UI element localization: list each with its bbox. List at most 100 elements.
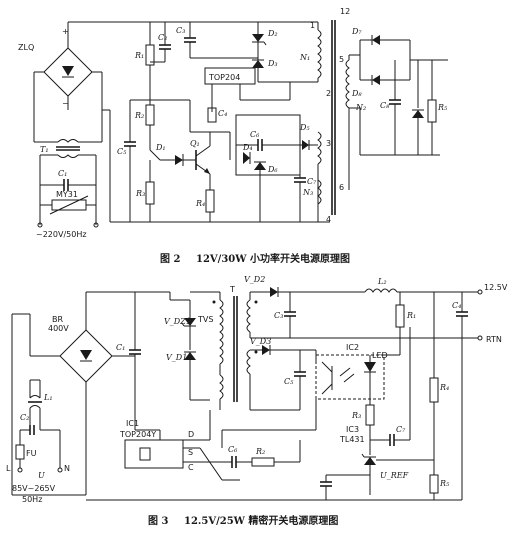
fig2-pin12-label: 12 bbox=[340, 7, 350, 16]
fig3-ic1-label: IC1 bbox=[126, 419, 139, 428]
fig2-n1-label: N₁ bbox=[299, 53, 310, 62]
fig2-top204-chip bbox=[204, 67, 256, 85]
fig3-l1-label: L₁ bbox=[43, 393, 53, 402]
fig3-pin-s-label: S bbox=[188, 448, 193, 457]
fig2-r4-label: R₄ bbox=[195, 199, 205, 208]
fig3-output-voltage-label: 12.5V bbox=[484, 283, 508, 292]
fig2-q1-label: Q₁ bbox=[190, 139, 200, 148]
fig2-c5-label: C₅ bbox=[117, 147, 127, 156]
fig2-chip-label: TOP204 bbox=[208, 73, 240, 82]
fig3-u-label: U bbox=[38, 471, 45, 480]
fig3-r4-label: R₄ bbox=[439, 383, 449, 392]
fig3-vd1-label: V_D1 bbox=[166, 353, 187, 362]
fig3-c6-label: C₆ bbox=[228, 445, 238, 454]
fig2-zlq-label: ZLQ bbox=[18, 43, 34, 52]
fig3-r3-label: R₃ bbox=[351, 411, 361, 420]
fig2-ac-input-label: ~220V/50Hz bbox=[36, 230, 87, 239]
fig2-t1-label: T₁ bbox=[40, 145, 49, 154]
fig3-br-label: BR bbox=[52, 315, 63, 324]
fig2-c8-label: C₈ bbox=[380, 101, 390, 110]
fig3-ic2-label: IC2 bbox=[346, 343, 359, 352]
fig2-d8-label: D₈ bbox=[351, 89, 362, 98]
fig3-bridge-rectifier bbox=[30, 329, 135, 430]
fig3-feedback-rc bbox=[199, 430, 301, 481]
fig3-output-stage bbox=[249, 287, 483, 341]
fig3-transformer bbox=[190, 291, 258, 410]
fig3-fu-label: FU bbox=[26, 449, 37, 458]
fig3-br-voltage-label: 400V bbox=[48, 324, 69, 333]
fig2-c4-label: C₄ bbox=[218, 109, 227, 118]
fig3-vd2-label: V_D2 bbox=[244, 275, 265, 284]
fig3-input-filter bbox=[11, 313, 87, 496]
fig2-plus-label: + bbox=[62, 27, 69, 36]
fig2-r5-label: R₅ bbox=[437, 103, 448, 112]
fig3-caption-text: 12.5V/25W 精密开关电源原理图 bbox=[184, 514, 338, 527]
fig2-pin1-label: 1 bbox=[310, 21, 315, 30]
fig2-caption-text: 12V/30W 小功率开关电源原理图 bbox=[196, 252, 350, 265]
fig2-c1-my31 bbox=[37, 179, 99, 228]
figure3-circuit: BR 400V C₁ bbox=[6, 275, 508, 527]
fig3-reference bbox=[86, 292, 463, 501]
fig2-caption-number: 图 2 bbox=[160, 253, 180, 265]
fig2-d3-label: D₃ bbox=[267, 59, 278, 68]
fig2-input-transformer bbox=[33, 120, 103, 225]
fig2-r3-label: R₃ bbox=[135, 189, 145, 198]
fig2-n3-label: N₃ bbox=[302, 188, 313, 197]
fig3-vdz1-label: V_DZ1 bbox=[164, 317, 191, 326]
fig3-l2-label: L₂ bbox=[377, 277, 387, 286]
fig3-c2-label: C₂ bbox=[20, 413, 29, 422]
fig2-main-transformer bbox=[317, 20, 350, 222]
fig3-ic3-part-label: TL431 bbox=[339, 435, 365, 444]
fig2-c2-label: C₂ bbox=[158, 33, 167, 42]
fig2-pin3-label: 3 bbox=[326, 139, 331, 148]
fig3-ic3-label: IC3 bbox=[346, 425, 359, 434]
fig3-led-label: LED bbox=[372, 351, 388, 360]
fig2-c3-label: C₃ bbox=[176, 26, 185, 35]
fig3-vd3-label: V_D3 bbox=[250, 337, 271, 346]
fig3-pin-d-label: D bbox=[188, 430, 194, 439]
fig3-c4-label: C₄ bbox=[452, 301, 461, 310]
fig3-c3-label: C₃ bbox=[274, 311, 283, 320]
fig3-t-label: T bbox=[229, 285, 235, 294]
fig2-secondary-output bbox=[349, 35, 448, 156]
fig2-my31-label: MY31 bbox=[56, 190, 78, 199]
fig2-c7-label: C₇ bbox=[307, 177, 317, 186]
fig3-tvs-label: TVS bbox=[197, 315, 213, 324]
fig2-minus-label: − bbox=[62, 99, 69, 108]
fig3-caption-number: 图 3 bbox=[148, 515, 168, 527]
fig3-uref-label: U_REF bbox=[380, 471, 409, 480]
fig3-r1-label: R₁ bbox=[406, 311, 416, 320]
fig3-r5-label: R₅ bbox=[439, 479, 450, 488]
fig3-r2-label: R₂ bbox=[255, 447, 265, 456]
fig2-d7-label: D₇ bbox=[351, 27, 362, 36]
fig2-c3-clamp bbox=[184, 22, 318, 83]
fig3-opto-led bbox=[315, 292, 405, 400]
fig3-ic1-part-label: TOP204Y bbox=[119, 430, 156, 439]
fig2-pin6-label: 6 bbox=[339, 183, 344, 192]
fig3-ic1-chip bbox=[124, 410, 211, 469]
fig2-n2-label: N₂ bbox=[355, 103, 366, 112]
fig2-r1-c2 bbox=[145, 22, 171, 150]
fig3-pin-l-label: L bbox=[6, 464, 11, 473]
fig3-aux-winding bbox=[222, 345, 317, 431]
fig2-d2-label: D₂ bbox=[267, 29, 278, 38]
fig3-c7-label: C₇ bbox=[396, 425, 406, 434]
fig2-pin2-label: 2 bbox=[326, 89, 331, 98]
fig2-d1-label: D₁ bbox=[155, 143, 166, 152]
fig3-c5-label: C₅ bbox=[284, 377, 294, 386]
fig2-d6-label: D₆ bbox=[267, 165, 278, 174]
fig2-c1-label: C₁ bbox=[58, 169, 67, 178]
fig2-d5-label: D₅ bbox=[299, 123, 310, 132]
fig2-r2-label: R₂ bbox=[134, 111, 144, 120]
fig3-clamp bbox=[170, 299, 210, 401]
fig2-r1-label: R₁ bbox=[134, 51, 144, 60]
fig2-d4-label: D₄ bbox=[242, 143, 253, 152]
fig2-pin5-label: 5 bbox=[339, 55, 344, 64]
fig2-pin4-label: 4 bbox=[326, 215, 331, 224]
fig2-bridge-rectifier bbox=[33, 22, 103, 120]
fig3-pin-c-label: C bbox=[188, 463, 194, 472]
fig3-rtn-label: RTN bbox=[486, 335, 502, 344]
figure2-circuit: ZLQ + − T₁ bbox=[18, 7, 448, 265]
